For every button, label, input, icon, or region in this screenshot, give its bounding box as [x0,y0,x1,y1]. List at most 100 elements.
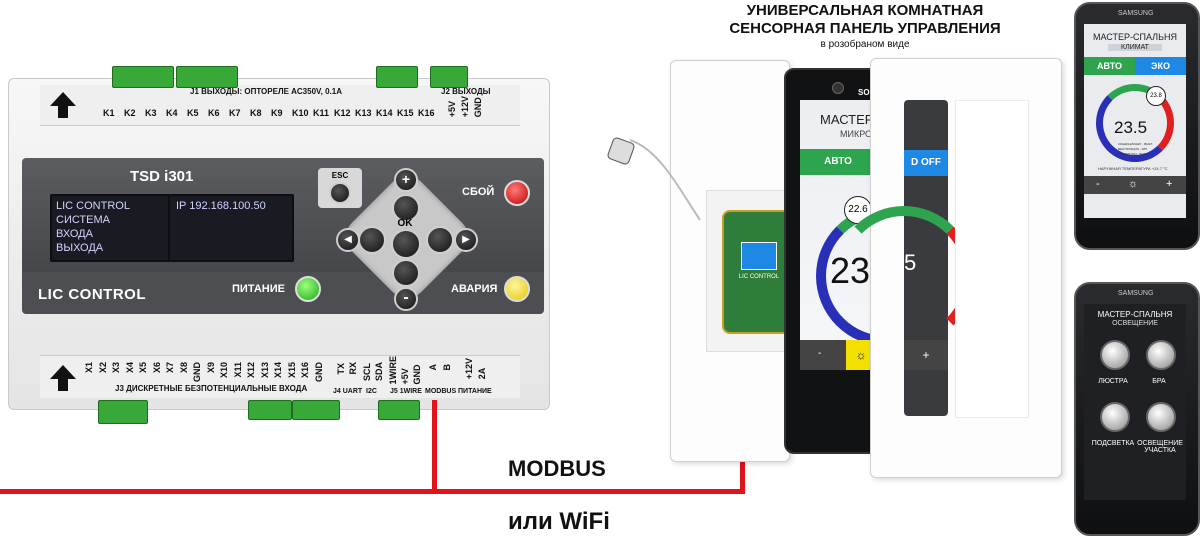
pin-label: GND [473,97,483,118]
input-pin-label: GND [313,362,324,382]
wifi-link-label: или WiFi [508,508,610,535]
light-toggle-button[interactable] [1100,402,1130,432]
touch-bottom-bar: - ☼ [800,340,876,370]
modbus-pin-row: A B [428,364,452,371]
relay-pin-label: K15 [397,108,414,118]
phone-outdoor: НАРУЖНАЯ ТЕМПЕРАТУРА +24.7 °C [1098,166,1168,171]
input-pin-label: X5 [138,362,148,374]
ok-label: OK [397,218,413,229]
modbus-cable [0,489,437,494]
alarm-led [504,276,530,302]
phone-info-line: ВЕНТИЛЯЦИЯ - АВТ [1118,147,1148,151]
arrow-up-icon [50,365,76,391]
screen-subtitle: МИКРО [840,129,873,139]
pin-label: GND [412,364,422,385]
input-pin-label: X7 [165,362,175,374]
brand-logo: LIC CONTROL [38,286,146,303]
phone-brand: SAMSUNG [1118,290,1154,297]
front-frame-window: D OFF 5 + [834,100,974,416]
phone-info-line: РАДИАТОРЫ - ВЫКЛ [1118,152,1148,156]
phone-subtitle: КЛИМАТ [1108,44,1162,51]
relay-pin-label: K11 [313,108,330,118]
phone-gauge [1096,84,1174,162]
terminal-block [376,66,418,88]
phone-temp: 23.5 [1114,118,1148,137]
front-plus[interactable]: + [904,340,948,370]
model-label: TSD i301 [130,168,194,185]
input-pin-label: X11 [232,362,243,378]
modbus-link-label: MODBUS [508,456,606,481]
relay-pin-label: K14 [376,108,393,118]
fault-label: СБОЙ [462,186,495,198]
modbus-cable [437,489,745,494]
input-pin-label: X9 [205,362,216,374]
mode-auto-tab[interactable]: АВТО [800,149,876,175]
light-label: БРА [1152,378,1166,385]
phone-plus[interactable]: + [1166,178,1173,190]
power-label: ПИТАНИЕ [232,283,285,295]
touch-minus[interactable]: - [818,348,822,359]
left-button[interactable]: ◀ [336,228,360,252]
j4-label: J4 UART [333,388,363,395]
mode-off-tab[interactable]: D OFF [904,150,948,176]
phone-eco-tab[interactable]: ЭКО [1135,57,1186,75]
relay-pin-label: K2 [124,108,136,118]
pin-label: SDA [374,362,384,382]
esc-button[interactable]: ESC [318,168,362,208]
terminal-block [98,400,148,424]
phone-minus[interactable]: - [1096,178,1100,190]
j2-pin-row: +5V +12V GND [447,96,483,117]
right-inner-button[interactable] [426,226,454,254]
esc-knob [329,182,351,204]
phone-brand: SAMSUNG [1118,10,1154,17]
relay-pin-label: K13 [355,108,372,118]
lcd-line: ВХОДА [56,228,93,240]
modbus-label: MODBUS [425,388,457,395]
panel-title-line: СЕНСОРНАЯ ПАНЕЛЬ УПРАВЛЕНИЯ [729,20,1001,37]
input-pin-label: X13 [259,362,270,379]
front-frame-blank [955,100,1029,418]
up-button[interactable] [392,194,420,222]
terminal-block [248,400,292,420]
alarm-label: АВАРИЯ [451,283,498,295]
minus-button[interactable]: - [394,287,418,311]
phone-auto-tab[interactable]: АВТО [1084,57,1135,75]
input-pin-label: X6 [151,362,162,374]
plus-button[interactable]: + [394,168,418,192]
modbus-cable [432,400,437,494]
lcd-line: ВЫХОДА [56,242,104,254]
pin-label: +12V [460,96,470,118]
camera-icon [832,82,844,94]
relay-pin-label: K6 [208,108,220,118]
j3-label: J3 ДИСКРЕТНЫЕ БЕЗПОТЕНЦИАЛЬНЫЕ ВХОДА [115,384,308,393]
phone-lighting-screen: МАСТЕР-СПАЛЬНЯ ОСВЕЩЕНИЕ ЛЮСТРА БРА ПОДС… [1084,304,1186,500]
power-conn-label: ПИТАНИЕ [458,388,492,395]
light-label: ЛЮСТРА [1098,378,1128,385]
left-inner-button[interactable] [358,226,386,254]
j2-label: J2 ВЫХОДЫ [441,87,491,96]
light-toggle-button[interactable] [1146,340,1176,370]
input-pin-label: GND [192,362,202,382]
down-button[interactable] [392,259,420,287]
phone2-subtitle: ОСВЕЩЕНИЕ [1112,320,1158,327]
phone-bottom-bar: - ☼ + [1084,176,1186,194]
light-toggle-button[interactable] [1100,340,1130,370]
input-pin-label: X8 [178,362,189,374]
input-pin-label: X10 [219,362,229,379]
i2c-label: I2C [366,388,377,395]
panel-title-line: УНИВЕРСАЛЬНАЯ КОМНАТНАЯ [746,2,984,19]
input-pin-label: X15 [286,362,297,379]
ok-button[interactable] [391,229,421,259]
j5-pin-row: 1WIRE +5V GND [388,356,422,385]
input-pin-label: X2 [97,362,108,374]
relay-pin-label: K7 [229,108,241,118]
j1-label: J1 ВЫХОДЫ: ОПТОРЕЛЕ AC350V, 0.1A [190,87,342,96]
panel-title: УНИВЕРСАЛЬНАЯ КОМНАТНАЯ СЕНСОРНАЯ ПАНЕЛЬ… [660,2,1070,52]
sun-icon[interactable]: ☼ [1128,178,1139,190]
relay-pin-label: K16 [418,108,435,118]
light-toggle-button[interactable] [1146,402,1176,432]
i2c-pin-row: SCL SDA [362,362,384,381]
right-button[interactable]: ▶ [454,228,478,252]
relay-pin-label: K9 [271,108,283,118]
